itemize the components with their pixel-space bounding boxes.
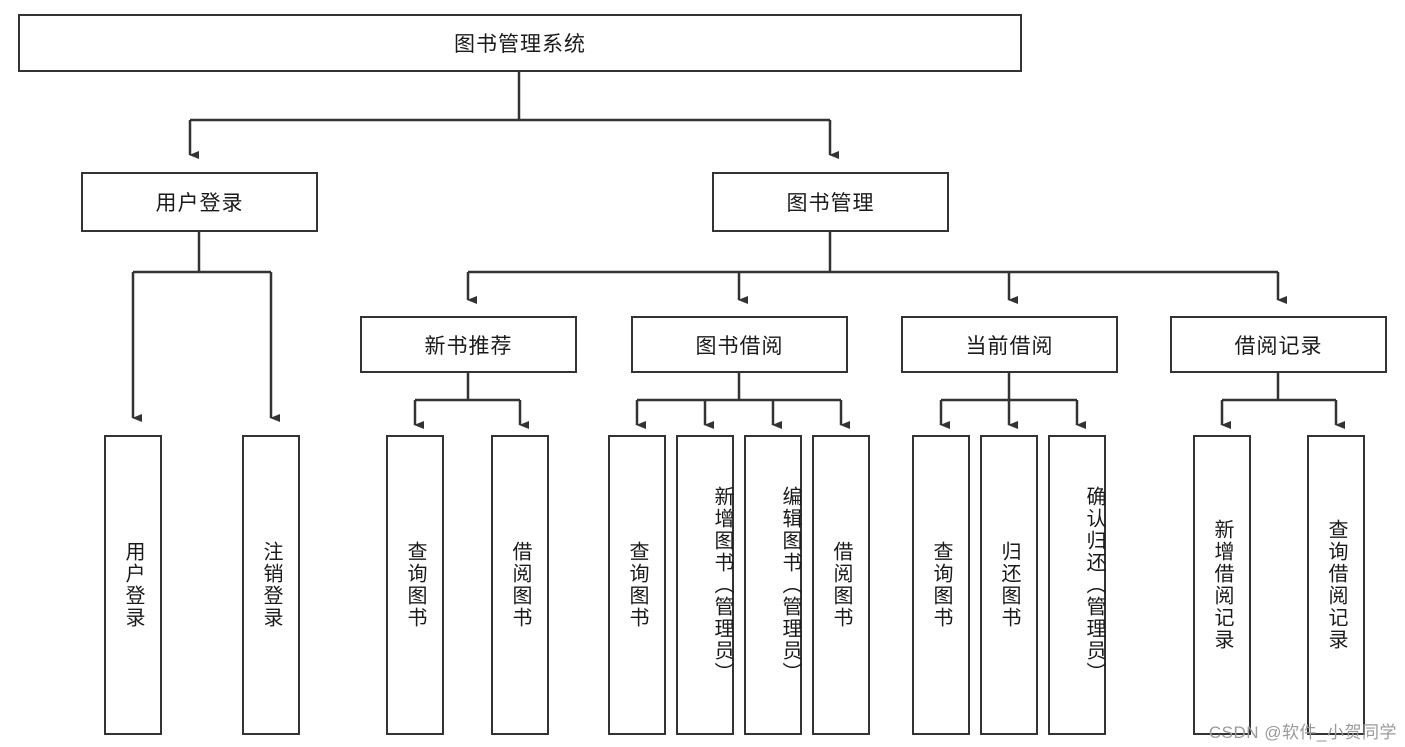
node-leaf-query-book-current[interactable]: 查询图书 <box>912 435 970 735</box>
node-label: 注销登录 <box>260 541 282 629</box>
node-label: 用户登录 <box>155 192 244 215</box>
node-leaf-query-borrow-record[interactable]: 查询借阅记录 <box>1307 435 1365 735</box>
node-label: 新增图书（管理员） <box>711 486 733 684</box>
node-label: 图书管理系统 <box>454 33 586 56</box>
edge-root-to-level1 <box>188 72 839 159</box>
node-leaf-add-book-admin[interactable]: 新增图书（管理员） <box>676 435 734 735</box>
node-label: 图书管理 <box>786 192 875 215</box>
node-leaf-confirm-return-admin[interactable]: 确认归还（管理员） <box>1048 435 1106 735</box>
node-book-borrow[interactable]: 图书借阅 <box>631 316 848 373</box>
node-new-book-recommend[interactable]: 新书推荐 <box>360 316 577 373</box>
node-label: 借阅图书 <box>830 541 852 629</box>
node-label: 查询图书 <box>626 541 648 629</box>
node-leaf-add-borrow-record[interactable]: 新增借阅记录 <box>1193 435 1251 735</box>
node-leaf-return-book[interactable]: 归还图书 <box>980 435 1038 735</box>
edge-current-borrow-to-leaves <box>939 373 1086 429</box>
node-leaf-query-book-borrow[interactable]: 查询图书 <box>608 435 666 735</box>
node-label: 新增借阅记录 <box>1211 519 1233 651</box>
watermark: CSDN @软件_小贺同学 <box>1208 723 1397 742</box>
node-leaf-borrow-book[interactable]: 借阅图书 <box>812 435 870 735</box>
node-leaf-user-login[interactable]: 用户登录 <box>104 435 162 735</box>
edge-user-login-to-leaves <box>131 232 280 422</box>
edge-borrow-record-to-leaves <box>1220 373 1345 429</box>
node-user-login[interactable]: 用户登录 <box>81 172 318 232</box>
node-label: 用户登录 <box>122 541 144 629</box>
edge-book-manage-to-level2 <box>466 232 1287 304</box>
node-book-management[interactable]: 图书管理 <box>712 172 949 232</box>
node-label: 当前借阅 <box>965 334 1054 358</box>
node-label: 借阅记录 <box>1234 334 1323 358</box>
node-leaf-logout[interactable]: 注销登录 <box>242 435 300 735</box>
node-label: 查询图书 <box>930 541 952 629</box>
node-label: 归还图书 <box>998 541 1020 629</box>
node-root-system[interactable]: 图书管理系统 <box>18 14 1022 72</box>
node-label: 查询图书 <box>404 541 426 629</box>
node-label: 查询借阅记录 <box>1325 519 1347 651</box>
node-label: 图书借阅 <box>695 334 784 358</box>
node-label: 新书推荐 <box>424 334 513 358</box>
node-borrow-record[interactable]: 借阅记录 <box>1170 316 1387 373</box>
edge-book-borrow-to-leaves <box>635 373 850 429</box>
node-leaf-edit-book-admin[interactable]: 编辑图书（管理员） <box>744 435 802 735</box>
node-label: 编辑图书（管理员） <box>779 486 801 684</box>
node-leaf-query-book-recommend[interactable]: 查询图书 <box>386 435 444 735</box>
node-label: 借阅图书 <box>509 541 531 629</box>
node-leaf-borrow-book-recommend[interactable]: 借阅图书 <box>491 435 549 735</box>
edge-new-book-to-leaves <box>413 373 529 429</box>
node-current-borrow[interactable]: 当前借阅 <box>901 316 1118 373</box>
node-label: 确认归还（管理员） <box>1083 486 1105 684</box>
